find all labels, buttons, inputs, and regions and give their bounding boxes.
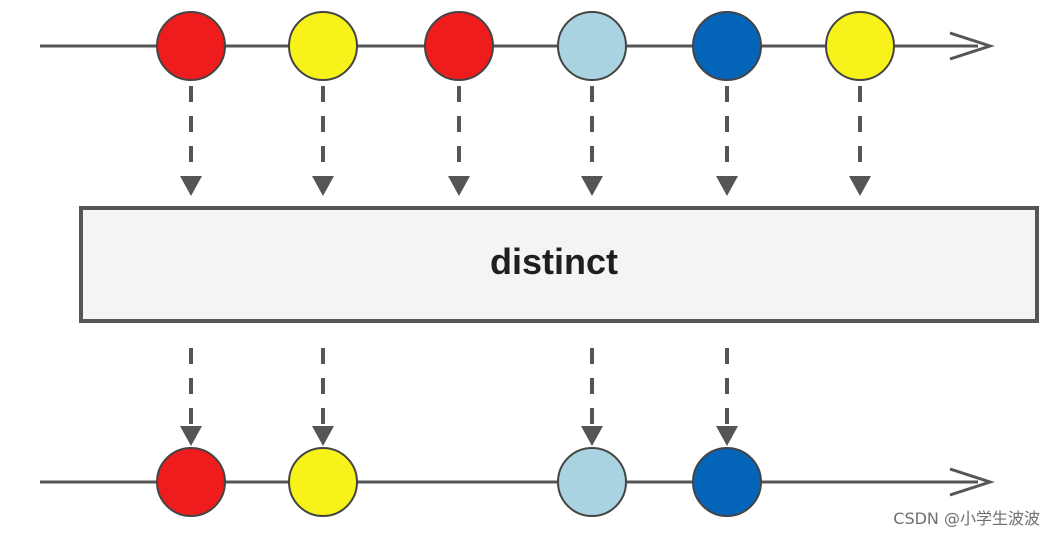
- output-marble-yellow: [288, 447, 358, 517]
- input-marble-yellow: [288, 11, 358, 81]
- operator-box: distinct: [79, 206, 1039, 323]
- input-marbles: [156, 11, 895, 81]
- output-marble-red: [156, 447, 226, 517]
- watermark: CSDN @小学生波波: [893, 509, 1040, 528]
- operator-label: distinct: [490, 241, 618, 282]
- input-arrow: [581, 86, 603, 196]
- output-timeline-arrowhead: [949, 467, 995, 497]
- input-marble-dark-blue: [692, 11, 762, 81]
- output-arrow: [180, 348, 202, 446]
- output-arrow: [312, 348, 334, 446]
- input-arrow: [448, 86, 470, 196]
- input-marble-light-blue: [557, 11, 627, 81]
- input-arrows: [180, 86, 871, 196]
- output-arrow: [716, 348, 738, 446]
- output-marbles: [156, 447, 762, 517]
- input-arrow: [312, 86, 334, 196]
- input-marble-red: [156, 11, 226, 81]
- input-arrow: [849, 86, 871, 196]
- input-arrow: [716, 86, 738, 196]
- output-arrows: [180, 348, 738, 446]
- input-timeline-arrowhead: [949, 31, 995, 61]
- input-arrow: [180, 86, 202, 196]
- operator-box-rect: [79, 206, 1039, 323]
- input-marble-yellow: [825, 11, 895, 81]
- output-marble-light-blue: [557, 447, 627, 517]
- output-marble-dark-blue: [692, 447, 762, 517]
- output-arrow: [581, 348, 603, 446]
- input-marble-red: [424, 11, 494, 81]
